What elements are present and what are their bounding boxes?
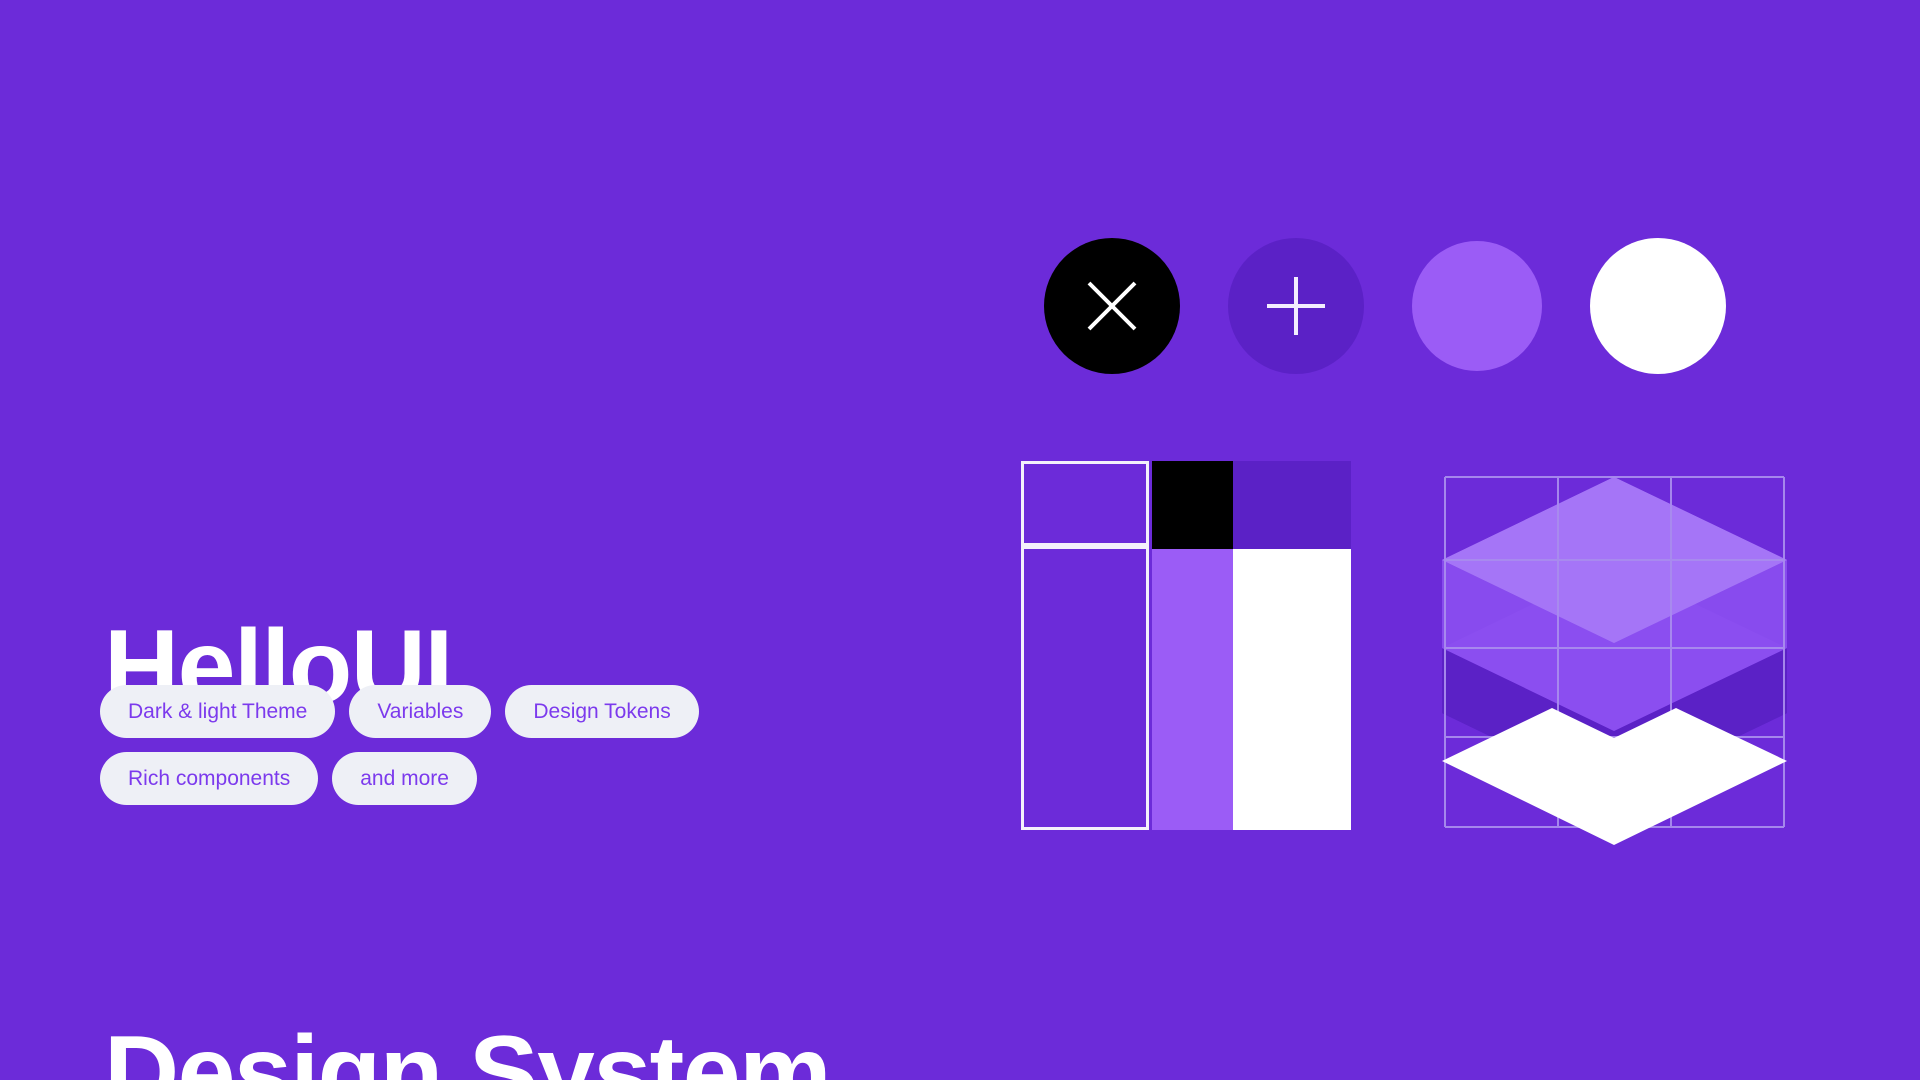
swatch-light-purple-bar [1152, 549, 1233, 830]
layer-mid-band [1442, 560, 1787, 731]
swatch-black [1152, 461, 1233, 549]
layer-stack-icon [1442, 476, 1787, 845]
add-circle-button[interactable] [1228, 238, 1364, 374]
tag-variables[interactable]: Variables [349, 685, 492, 738]
close-circle-button[interactable] [1044, 238, 1180, 374]
tag-dark-light-theme[interactable]: Dark & light Theme [100, 685, 336, 738]
tag-rich-components[interactable]: Rich components [100, 752, 319, 805]
swatch-deep-purple [1233, 461, 1351, 549]
swatch-circle-light-purple [1412, 241, 1542, 371]
outline-frame-bottom [1021, 546, 1149, 830]
tag-and-more[interactable]: and more [332, 752, 477, 805]
outline-frame-top [1021, 461, 1149, 546]
layer-white-chevron [1442, 708, 1787, 845]
page-title-line-2: Design System [104, 1014, 832, 1080]
swatch-white-bar [1233, 549, 1351, 830]
plus-icon [1267, 277, 1325, 335]
decorative-circle-row [1044, 238, 1726, 374]
close-icon [1087, 281, 1137, 331]
layer-stack-composition [1442, 455, 1787, 855]
tag-design-tokens[interactable]: Design Tokens [505, 685, 699, 738]
feature-tag-list: Dark & light Theme Variables Design Toke… [100, 685, 800, 805]
swatch-block-composition [1021, 461, 1351, 830]
swatch-circle-white [1590, 238, 1726, 374]
